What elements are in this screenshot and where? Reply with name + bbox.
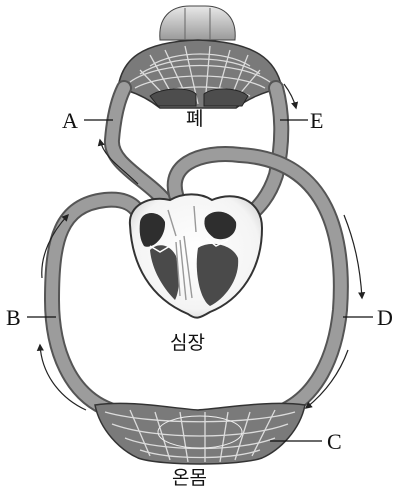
heart-outline (130, 194, 262, 317)
body-capillaries (95, 403, 305, 464)
label-C: C (327, 429, 342, 454)
label-D: D (377, 305, 393, 330)
lung (118, 6, 282, 108)
organ-body-label: 온몸 (172, 467, 207, 489)
organ-lung-label: 폐 (186, 108, 203, 130)
organ-heart-label: 심장 (170, 332, 205, 354)
lung-lobes (160, 6, 235, 40)
heart (130, 194, 262, 317)
label-E: E (310, 108, 323, 133)
label-B: B (6, 305, 21, 330)
label-A: A (62, 108, 78, 133)
